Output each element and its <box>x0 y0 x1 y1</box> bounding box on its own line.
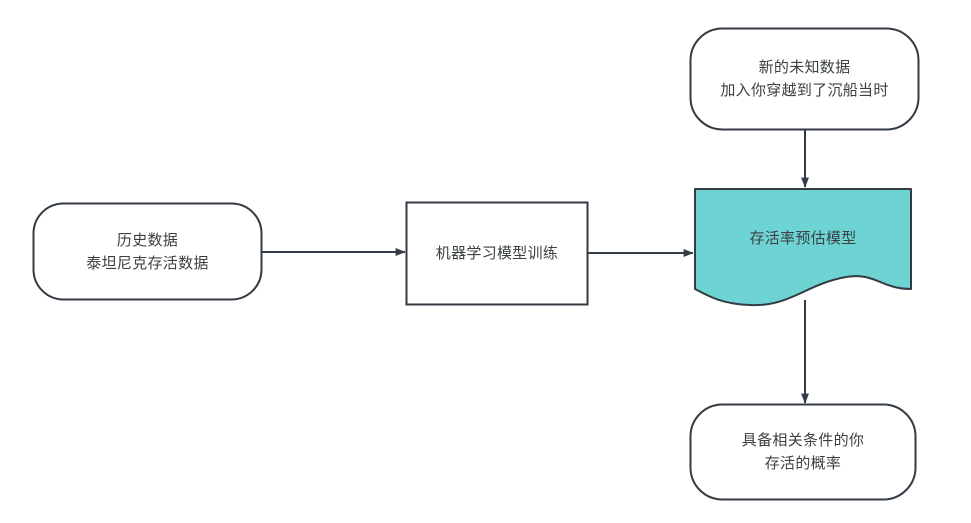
node-model-training[interactable] <box>405 201 589 306</box>
node-new-unknown-data[interactable] <box>689 27 920 131</box>
node-survival-probability[interactable] <box>689 403 917 501</box>
node-survival-model[interactable] <box>694 188 912 307</box>
node-historical-data[interactable] <box>32 202 263 301</box>
